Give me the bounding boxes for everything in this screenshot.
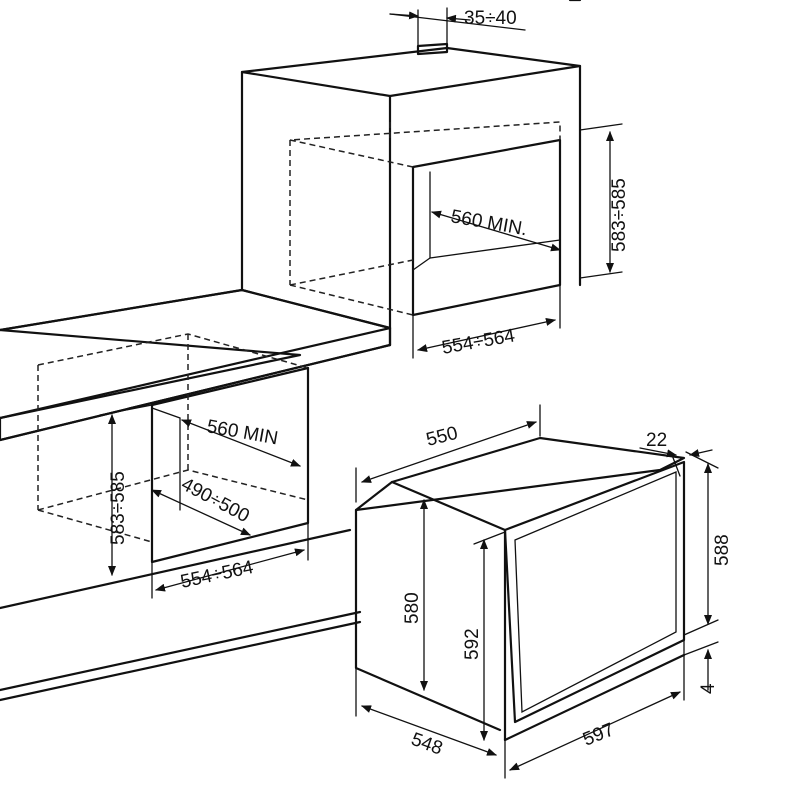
column-housing <box>240 42 582 347</box>
label-column-width: 554÷564 <box>440 325 517 359</box>
label-under-depth-min: 560 MIN <box>205 416 279 449</box>
label-top-vent: 35÷40 <box>464 8 517 29</box>
label-oven-body-depth: 548 <box>408 729 445 760</box>
label-under-height: 583÷585 <box>108 471 129 545</box>
oven-appliance <box>354 436 686 742</box>
label-oven-body-height: 580 <box>402 592 423 624</box>
label-column-height: 583÷585 <box>609 178 630 252</box>
dimension-lines <box>99 7 719 779</box>
label-oven-door-depth: 22 <box>646 430 667 451</box>
label-oven-door-height: 588 <box>712 534 733 566</box>
label-oven-gap: 4 <box>698 683 719 694</box>
label-oven-top-depth: 550 <box>424 423 460 451</box>
label-oven-front-height: 592 <box>462 628 483 660</box>
label-column-depth-min: 560 MIN. <box>449 206 529 240</box>
label-under-width: 554÷564 <box>179 557 256 593</box>
countertop <box>0 288 392 442</box>
vent-slot <box>416 42 449 56</box>
oven-door <box>503 460 686 724</box>
